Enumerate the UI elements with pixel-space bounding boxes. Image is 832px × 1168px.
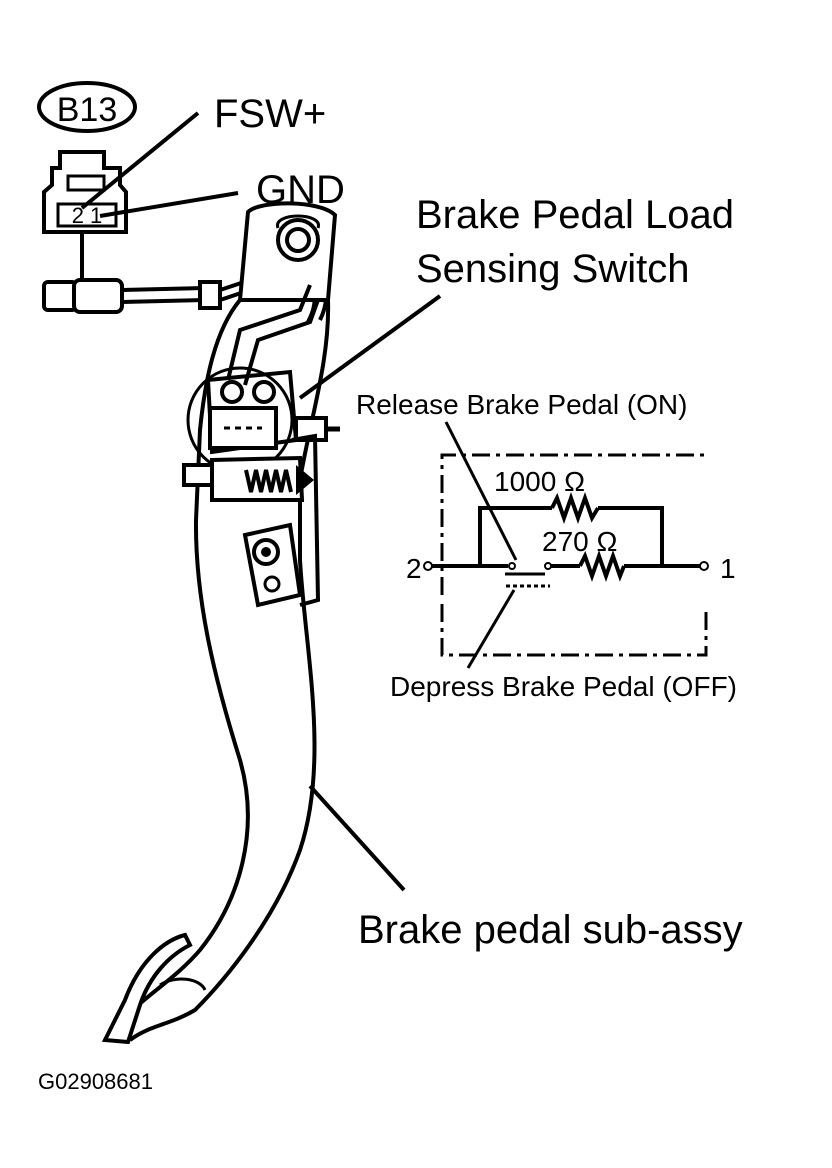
connector-id-badge [37,81,137,133]
resistor-270-label: 270 Ω [542,526,617,557]
resistor-1000 [550,491,600,525]
terminal-1-label: 1 [720,553,736,584]
release-label: Release Brake Pedal (ON) [356,389,687,420]
switch-enclosure [440,453,708,657]
terminal-2-label: 2 [406,553,422,584]
terminal-2-node [423,561,433,571]
resistor-270 [578,549,626,583]
depress-label: Depress Brake Pedal (OFF) [390,671,737,702]
switch-title-line2: Sensing Switch [416,247,689,291]
inline-connector [42,280,78,312]
fsw-leader-line [80,111,200,210]
depress-leader-line [466,589,516,669]
pedal-label: Brake pedal sub-assy [358,908,743,952]
brake-pedal-arm [101,201,340,1045]
pedal-pad [101,932,193,1045]
switch-title-line1: Brake Pedal Load [416,193,734,237]
resistor-1000-label: 1000 Ω [494,466,585,497]
terminal-1-node [699,561,709,571]
switch-schematic [423,453,709,657]
pedal-leader-line [308,784,406,892]
gnd-leader-line [99,191,239,218]
figure-code: G02908681 [38,1069,153,1094]
connector-id-label: B13 [57,91,118,129]
fsw-label: FSW+ [214,92,326,136]
switch-leader-line [298,294,442,400]
release-leader-line [444,421,518,561]
return-spring [244,469,293,493]
load-sensing-switch [208,406,278,450]
pin-numbers: 2 1 [72,203,103,228]
